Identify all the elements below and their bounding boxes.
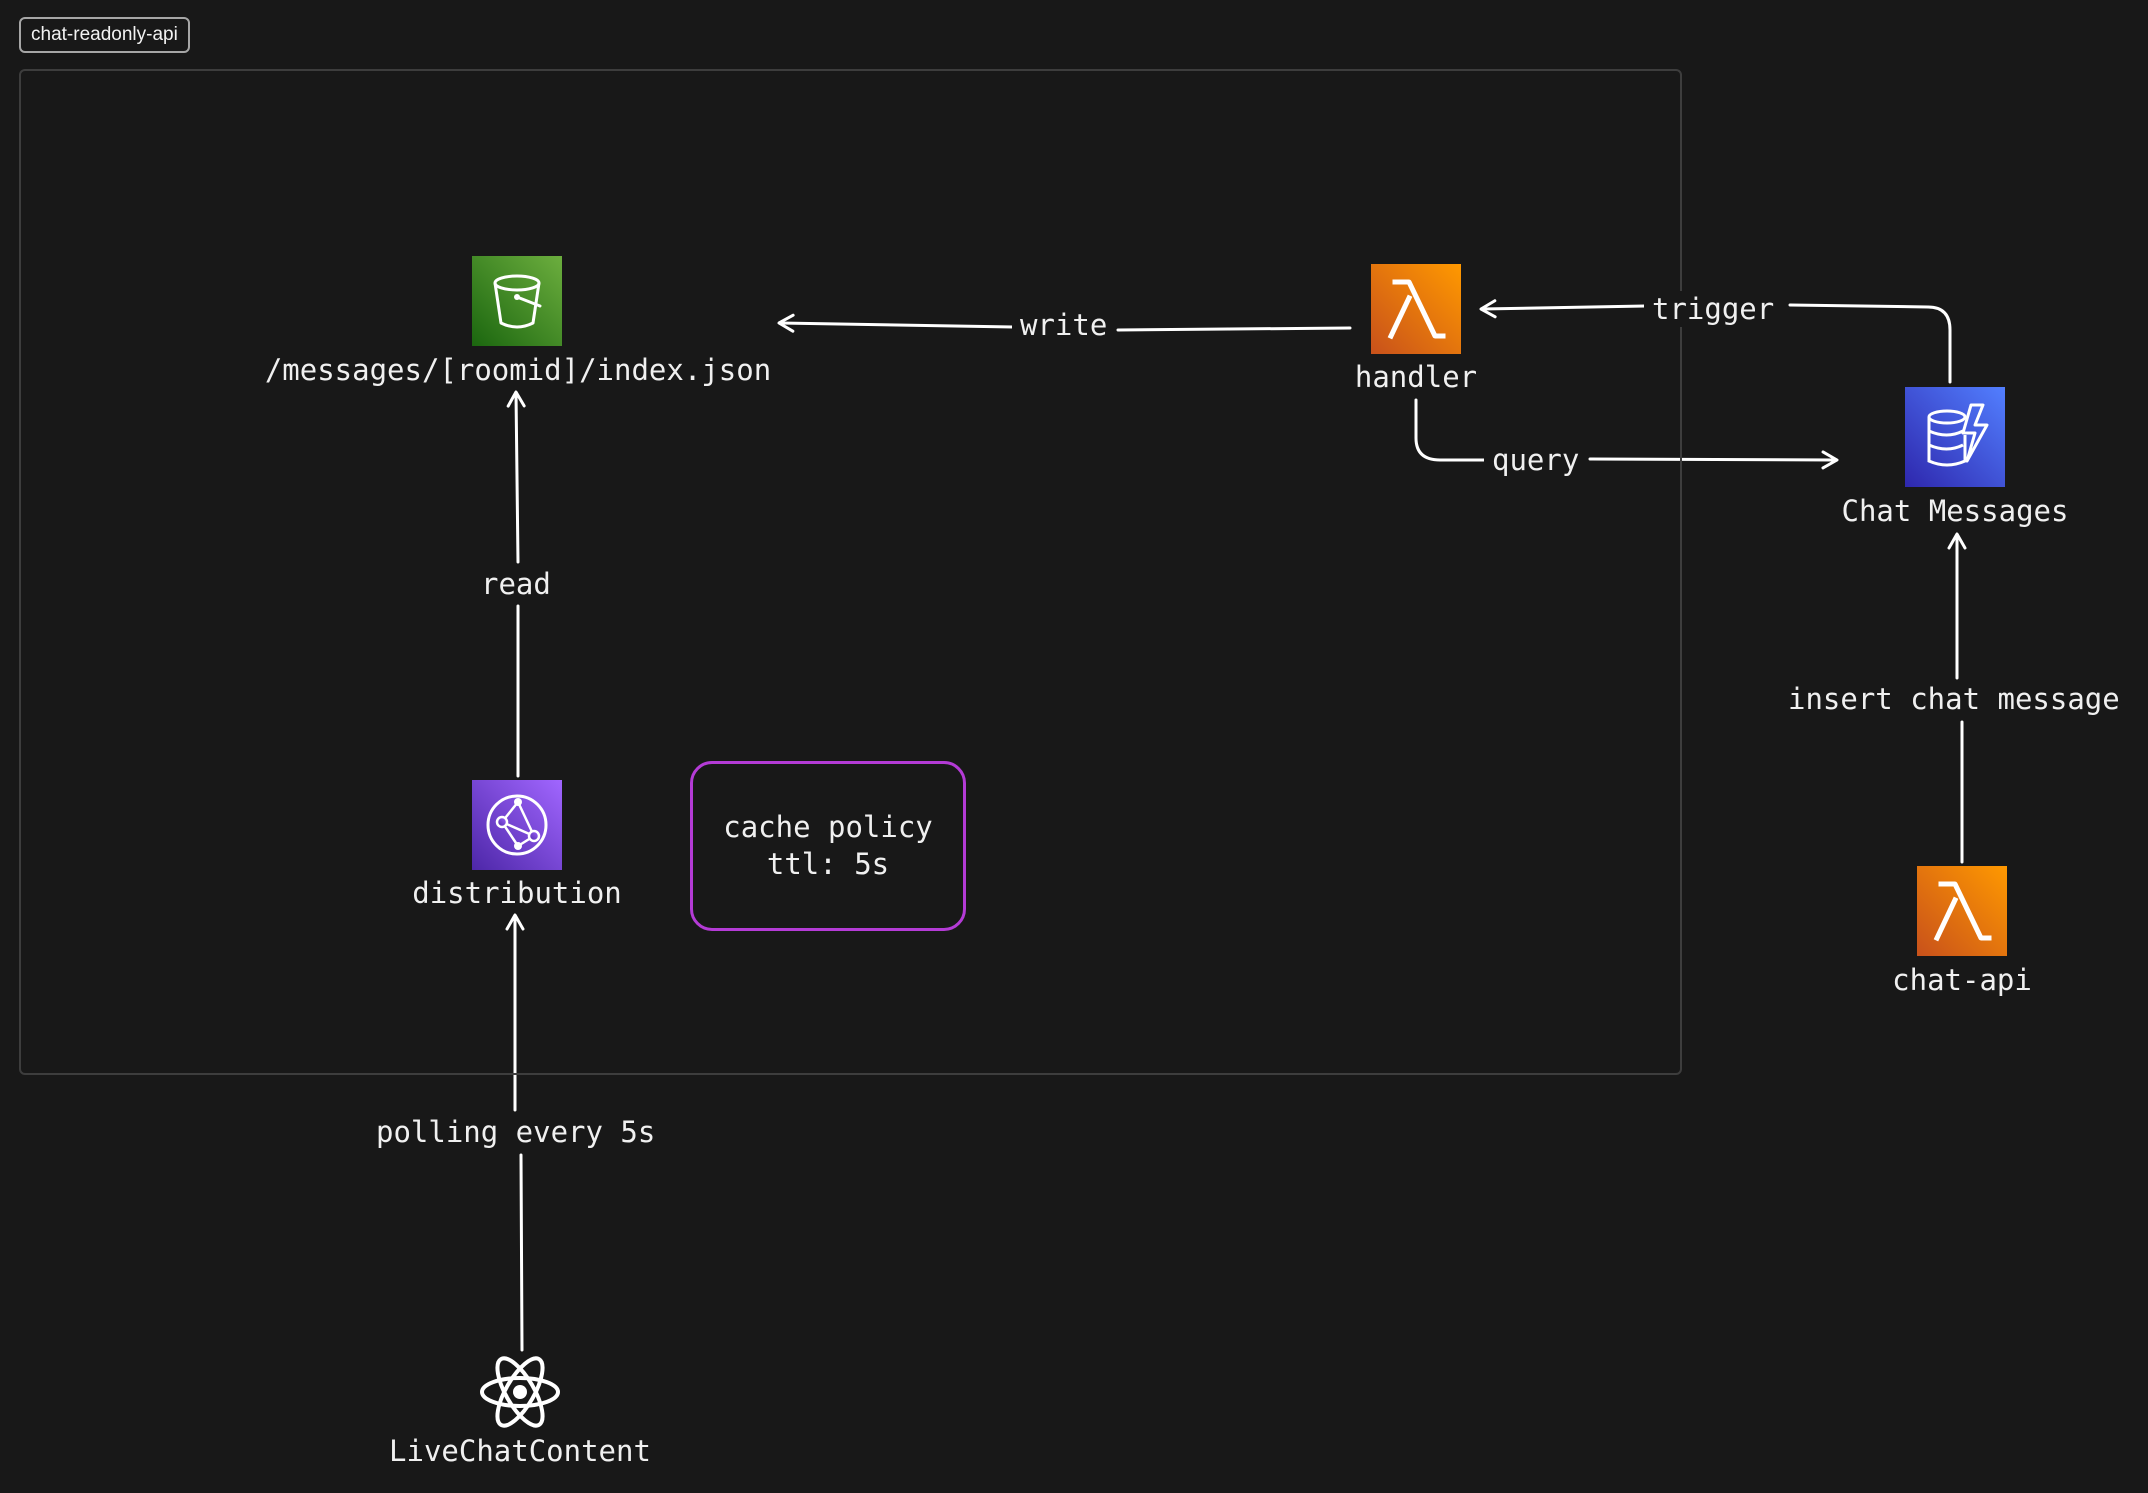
cache-policy-line-1: cache policy	[723, 810, 933, 844]
read-edge-label: read	[473, 566, 559, 602]
handler-label: handler	[1354, 360, 1478, 394]
distribution-label: distribution	[412, 876, 622, 910]
chat-messages-label: Chat Messages	[1841, 494, 2069, 528]
query-connector	[1414, 398, 1836, 460]
insert-chat-message-edge-label: insert chat message	[1780, 681, 2128, 717]
write-connector	[780, 323, 1352, 330]
trigger-connector	[1482, 305, 1952, 384]
write-edge-label: write	[1012, 307, 1116, 343]
cache-policy-line-2: ttl: 5s	[766, 847, 890, 881]
read-connector	[516, 393, 518, 778]
lambda-icon[interactable]	[1371, 264, 1461, 354]
react-icon[interactable]	[478, 1354, 562, 1430]
insert-connector	[1957, 535, 1962, 864]
group-frame	[19, 69, 1682, 1075]
frame-label: chat-readonly-api	[19, 17, 190, 53]
dynamodb-icon[interactable]	[1905, 387, 2005, 487]
trigger-edge-label: trigger	[1644, 291, 1783, 327]
cache-policy-note[interactable]: cache policy ttl: 5s	[690, 761, 966, 931]
cloudfront-icon[interactable]	[472, 780, 562, 870]
lambda-icon[interactable]	[1917, 866, 2007, 956]
live-chat-content-label: LiveChatContent	[389, 1434, 651, 1468]
polling-edge-label: polling every 5s	[368, 1114, 664, 1150]
s3-bucket-label: /messages/[roomid]/index.json	[264, 353, 772, 387]
chat-api-label: chat-api	[1892, 963, 2032, 997]
query-edge-label: query	[1484, 442, 1588, 478]
polling-connector	[515, 916, 522, 1352]
s3-bucket-icon[interactable]	[472, 256, 562, 346]
